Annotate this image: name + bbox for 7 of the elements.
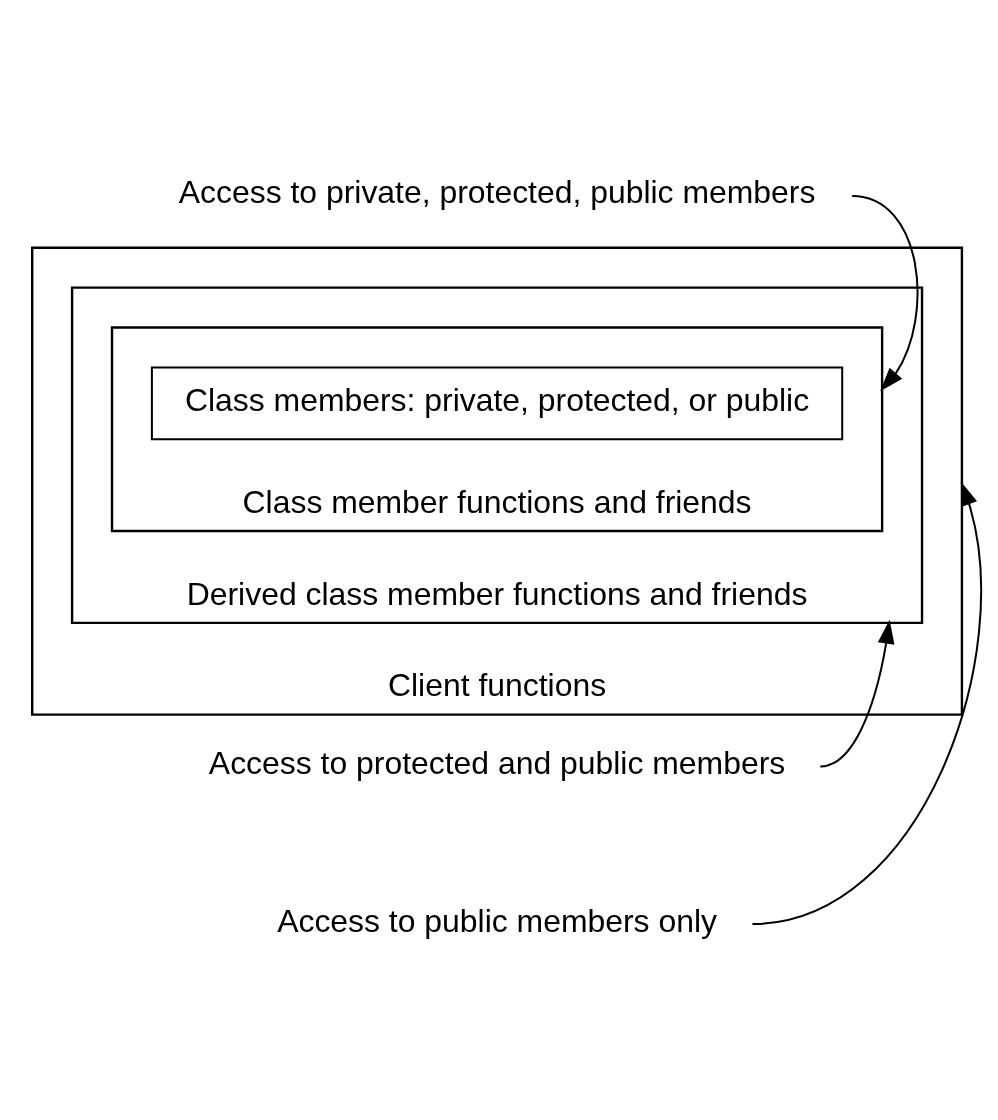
node-text: Access to private, protected, public members bbox=[178, 174, 816, 211]
node-box: Class members: private, protected, or public bbox=[150, 366, 844, 441]
node-text: Access to public members only bbox=[277, 902, 717, 939]
arrow bbox=[751, 481, 983, 926]
arrow bbox=[819, 619, 895, 768]
node-text: Access to protected and public members bbox=[208, 745, 786, 782]
arrow bbox=[851, 194, 919, 392]
